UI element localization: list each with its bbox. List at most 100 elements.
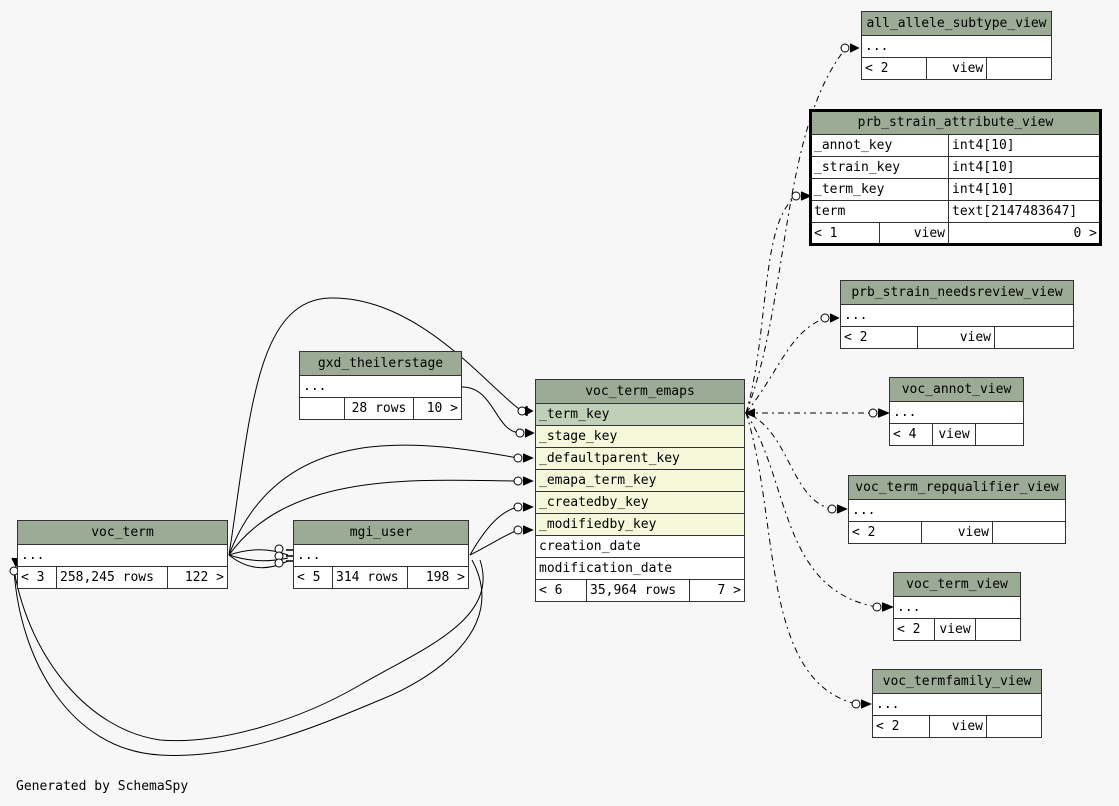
parents-count[interactable]: < 2: [848, 521, 922, 544]
parents-count[interactable]: < 2: [840, 326, 918, 349]
table-title[interactable]: voc_term_repqualifier_view: [848, 475, 1066, 500]
table-gxd-theilerstage[interactable]: gxd_theilerstage ... 28 rows 10 >: [299, 351, 462, 420]
row-count: 258,245 rows: [56, 566, 168, 589]
marker-strain-attr: [791, 191, 801, 201]
table-title[interactable]: all_allele_subtype_view: [861, 11, 1052, 36]
marker-defaultparent: [513, 453, 523, 463]
column-defaultparent-key: _defaultparent_key: [535, 447, 745, 470]
column-ellipsis: ...: [889, 401, 1024, 424]
children-count: [994, 326, 1074, 349]
table-kind: view: [929, 715, 987, 738]
children-count: [975, 618, 1021, 641]
table-title[interactable]: prb_strain_needsreview_view: [840, 280, 1074, 305]
edge-mgi-loop-1: [13, 559, 484, 742]
column-ellipsis: ...: [893, 596, 1021, 619]
table-title[interactable]: voc_term: [17, 520, 228, 545]
table-kind: view: [934, 618, 976, 641]
children-count: [992, 521, 1066, 544]
edge-strain-attr: [745, 195, 798, 414]
column-ellipsis: ...: [872, 693, 1042, 716]
marker-modifiedby: [513, 525, 523, 535]
marker-emapa: [513, 476, 523, 486]
edge-createdby: [469, 506, 519, 556]
edge-emapa-term: [228, 479, 519, 556]
marker-termkey: [517, 406, 527, 416]
edge-termfamily: [745, 412, 857, 705]
children-count[interactable]: 10 >: [413, 397, 462, 420]
table-title[interactable]: mgi_user: [293, 520, 469, 545]
edge-needsreview: [745, 317, 827, 414]
table-voc-termfamily-view[interactable]: voc_termfamily_view ... < 2 view: [872, 669, 1042, 738]
column-type: int4[10]: [948, 178, 1101, 201]
marker-term-view: [872, 602, 882, 612]
marker-repqualifier: [827, 504, 837, 514]
marker-mgi-3: [274, 558, 284, 568]
column-type: int4[10]: [948, 134, 1101, 157]
edge-stage-key: [461, 386, 522, 434]
edge-mgi-voc-2: [228, 554, 289, 562]
parents-count[interactable]: < 6: [535, 579, 587, 602]
edge-term-view: [745, 412, 878, 608]
edge-term-key: [228, 297, 523, 556]
parents-count[interactable]: < 1: [810, 222, 880, 245]
table-title[interactable]: voc_term_emaps: [535, 379, 745, 404]
edge-mgi-voc-1: [228, 549, 289, 556]
parents-count[interactable]: < 5: [293, 566, 333, 589]
table-prb-strain-needsreview-view[interactable]: prb_strain_needsreview_view ... < 2 view: [840, 280, 1074, 349]
children-count[interactable]: 198 >: [407, 566, 469, 589]
column-ellipsis: ...: [848, 499, 1066, 522]
generated-by-footer: Generated by SchemaSpy: [16, 779, 189, 794]
table-voc-term-repqualifier-view[interactable]: voc_term_repqualifier_view ... < 2 view: [848, 475, 1066, 544]
edge-all-allele: [745, 47, 847, 414]
children-count[interactable]: 122 >: [167, 566, 228, 589]
children-count: [986, 715, 1042, 738]
table-title[interactable]: voc_termfamily_view: [872, 669, 1042, 694]
marker-annot: [868, 408, 878, 418]
marker-all-allele: [840, 43, 850, 53]
table-voc-term-emaps[interactable]: voc_term_emaps _term_key _stage_key _def…: [535, 379, 745, 602]
edge-mgi-loop-2: [13, 559, 483, 756]
table-kind: view: [921, 521, 993, 544]
table-kind: view: [879, 222, 949, 245]
column-type: int4[10]: [948, 156, 1101, 179]
row-count: 35,964 rows: [586, 579, 690, 602]
table-kind: view: [925, 57, 988, 80]
children-count[interactable]: 7 >: [689, 579, 745, 602]
column-ellipsis: ...: [840, 304, 1074, 327]
parents-count[interactable]: < 2: [893, 618, 935, 641]
table-voc-term-view[interactable]: voc_term_view ... < 2 view: [893, 572, 1021, 641]
column-name: term: [810, 200, 949, 223]
marker-termfamily: [851, 699, 861, 709]
row-count: 314 rows: [332, 566, 408, 589]
children-count[interactable]: 0 >: [948, 222, 1101, 245]
table-kind: view: [932, 423, 976, 446]
table-mgi-user[interactable]: mgi_user ... < 5 314 rows 198 >: [293, 520, 469, 589]
table-all-allele-subtype-view[interactable]: all_allele_subtype_view ... < 2 view: [861, 11, 1052, 80]
table-title[interactable]: voc_annot_view: [889, 377, 1024, 402]
table-title[interactable]: voc_term_view: [893, 572, 1021, 597]
row-count: 28 rows: [344, 397, 414, 420]
table-voc-term[interactable]: voc_term ... < 3 258,245 rows 122 >: [17, 520, 228, 589]
edge-repqualifier: [745, 412, 833, 510]
column-emapa-term-key: _emapa_term_key: [535, 469, 745, 492]
column-name: _term_key: [810, 178, 949, 201]
parents-count: [299, 397, 345, 420]
parents-count[interactable]: < 2: [861, 57, 927, 80]
marker-stage: [515, 428, 525, 438]
column-creation-date: creation_date: [535, 535, 745, 558]
parents-count[interactable]: < 4: [889, 423, 933, 446]
children-count: [986, 57, 1052, 80]
table-title[interactable]: prb_strain_attribute_view: [810, 110, 1101, 135]
table-kind: view: [917, 326, 995, 349]
table-voc-annot-view[interactable]: voc_annot_view ... < 4 view: [889, 377, 1024, 446]
edge-defaultparent: [228, 444, 519, 556]
column-name: _annot_key: [810, 134, 949, 157]
parents-count[interactable]: < 2: [872, 715, 930, 738]
column-ellipsis: ...: [293, 544, 469, 567]
table-title[interactable]: gxd_theilerstage: [299, 351, 462, 376]
column-modification-date: modification_date: [535, 557, 745, 580]
parents-count[interactable]: < 3: [17, 566, 57, 589]
column-type: text[2147483647]: [948, 200, 1101, 223]
